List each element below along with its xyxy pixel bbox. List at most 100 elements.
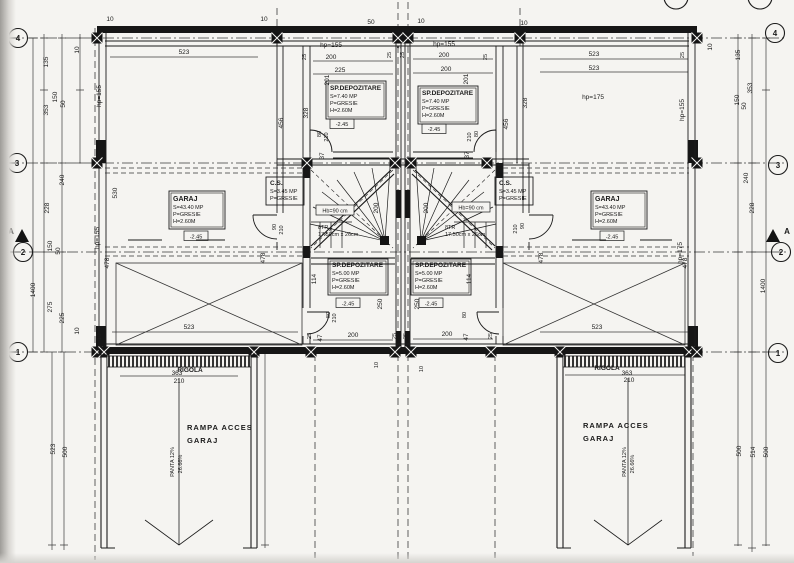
dim-label: 478: [104, 257, 111, 268]
grid-bubble-label: 4: [16, 34, 21, 43]
dim-label: 200: [348, 332, 359, 339]
door-dim-label: 80: [326, 312, 332, 318]
dim-label: 10: [74, 46, 81, 54]
dim-label: 514: [750, 446, 757, 457]
parapet-label: hp=175: [677, 242, 684, 264]
dim-label: 363: [172, 370, 183, 377]
dim-label: 25: [403, 333, 409, 339]
room-floor: P=GRESIE: [270, 196, 298, 202]
dim-label: 353: [747, 82, 754, 93]
tread-count-note: 8TR: [445, 225, 455, 231]
dim-label: 10: [520, 20, 528, 27]
dim-label: 50: [741, 102, 748, 110]
door-dim-label: 210: [279, 225, 285, 234]
room-labels: SP.DEPOZITARE S=7.40 MP P=GRESIE H=2.60M…: [173, 85, 626, 308]
balustrade-note: Hb=90 cm: [322, 209, 348, 215]
dim-label: 228: [749, 202, 756, 213]
dim-label: 228: [44, 202, 51, 213]
dim-label: 500: [736, 445, 743, 456]
room-area: S=7.40 MP: [422, 99, 450, 105]
door-dim-label: 210: [324, 132, 330, 141]
dim-label: 135: [43, 56, 50, 67]
dim-label: 523: [589, 65, 600, 72]
room-title: SP.DEPOZITARE: [332, 262, 384, 269]
grid-bubble-label: 2: [21, 248, 26, 257]
grid-bubble-label: 4: [773, 29, 778, 38]
dim-label: 201: [463, 73, 470, 84]
dim-label: 200: [373, 202, 380, 213]
room-area: S=5.00 MP: [332, 271, 360, 277]
dim-label: 5: [397, 45, 403, 48]
door-dim-label: 80: [462, 312, 468, 318]
room-area: S=43.40 MP: [173, 205, 204, 211]
dim-label: 523: [592, 324, 603, 331]
room-area: S=3.45 MP: [499, 189, 527, 195]
dim-label: 10: [374, 362, 380, 368]
dim-label: 225: [335, 67, 346, 74]
dim-label: 25: [680, 52, 686, 58]
dim-label: 200: [439, 52, 450, 59]
dim-label: 25: [483, 54, 489, 60]
ramp-labels: RIGOLA RIGOLA 363 210 363 210 RAMPA ACCE…: [170, 365, 648, 477]
slope-note: 26.66%: [630, 455, 636, 474]
dim-label: 1400: [30, 282, 37, 297]
dim-label: 25: [307, 333, 313, 339]
level-marker: -2.45: [342, 302, 355, 308]
dim-label: 50: [367, 19, 375, 26]
dim-label: 240: [743, 172, 750, 183]
door-dim-label: 210: [332, 313, 338, 322]
dim-label: 200: [441, 66, 452, 73]
dim-label: 50: [55, 247, 62, 255]
room-title: SP.DEPOZITARE: [330, 85, 382, 92]
dim-label: 47: [463, 333, 470, 341]
grid-bubble-label: 3: [776, 161, 781, 170]
level-marker: -2.45: [606, 235, 619, 241]
level-marker: -2.45: [190, 235, 203, 241]
dim-label: 500: [763, 446, 770, 457]
dim-label: 25: [400, 52, 406, 58]
dim-label: 25: [302, 54, 308, 60]
parapet-label: hp=155: [96, 85, 103, 107]
dim-label: 50: [60, 100, 67, 108]
stair-labels: Hb=90 cm Hb=90 cm 8TR 17.50cm x 26cm 8TR…: [318, 206, 486, 239]
dim-label: 363: [622, 370, 633, 377]
dim-label: 328: [522, 97, 529, 108]
balustrade-note: Hb=90 cm: [458, 206, 484, 212]
room-height: H=2.60M: [595, 219, 618, 225]
room-title: SP.DEPOZITARE: [422, 90, 474, 97]
tread-size-note: 17.50cm x 26cm: [445, 232, 486, 238]
dim-label: 523: [184, 324, 195, 331]
dim-label: 25: [387, 52, 393, 58]
parapet-label: hp=155: [94, 227, 101, 249]
door-dim-label: 80: [474, 131, 480, 137]
room-height: H=2.60M: [422, 113, 445, 119]
room-title: C.S.: [499, 180, 512, 187]
dim-label: 135: [735, 49, 742, 60]
parapet-label: hp=155: [320, 42, 342, 49]
ramp-title-line2: GARAJ: [187, 436, 218, 445]
room-title: GARAJ: [173, 196, 198, 203]
room-floor: P=GRESIE: [330, 101, 358, 107]
door-dim-label: 80: [317, 131, 323, 137]
section-a-label: A: [784, 227, 790, 236]
dim-label: 353: [43, 104, 50, 115]
room-floor: P=GRESIE: [173, 212, 201, 218]
dim-label: 10: [417, 18, 425, 25]
parapet-label: hp=155: [433, 41, 455, 48]
room-area: S=7.40 MP: [330, 94, 358, 100]
room-boxes: [168, 80, 648, 308]
dim-label: 150: [47, 240, 54, 251]
slope-note: 26.66%: [178, 455, 184, 474]
ramp-left: [100, 354, 258, 549]
room-area: S=3.45 MP: [270, 189, 298, 195]
rigola-label: RIGOLA: [177, 367, 203, 374]
dim-label: 10: [106, 16, 114, 23]
room-title: C.S.: [270, 180, 283, 187]
room-floor: P=GRESIE: [422, 106, 450, 112]
room-floor: P=GRESIE: [415, 278, 443, 284]
ramp-right: [556, 354, 692, 549]
dim-label: 240: [59, 174, 66, 185]
stair-right: [411, 166, 497, 251]
walls-thick: [96, 26, 698, 354]
dim-label: 10: [96, 333, 103, 341]
